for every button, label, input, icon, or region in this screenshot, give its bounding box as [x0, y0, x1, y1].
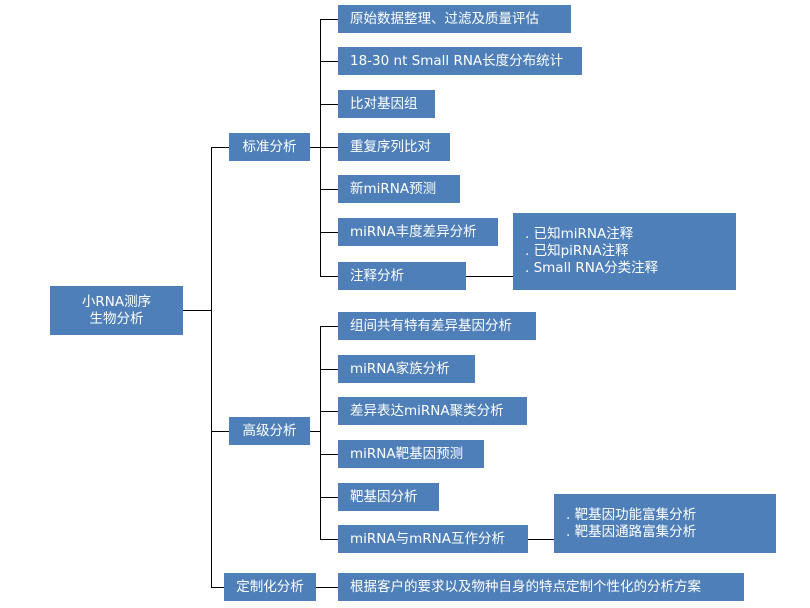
root-line-2: 生物分析	[89, 310, 144, 327]
category-advanced-analysis[interactable]: 高级分析	[229, 417, 310, 445]
item-mirna-differential-abundance[interactable]: miRNA丰度差异分析	[338, 218, 498, 246]
advanced-stub-2	[320, 369, 338, 370]
advanced-stub-6	[320, 539, 338, 540]
custom-out-connector	[316, 587, 338, 588]
note-known-mirna: . 已知miRNA注释	[525, 226, 634, 243]
advanced-out-connector	[310, 431, 320, 432]
standard-out-connector	[310, 147, 320, 148]
item-custom-analysis-plan[interactable]: 根据客户的要求以及物种自身的特点定制个性化的分析方案	[338, 573, 744, 601]
standard-stub-6	[320, 232, 338, 233]
item-mirna-target-prediction[interactable]: miRNA靶基因预测	[338, 440, 484, 468]
advanced-items-spine	[320, 326, 321, 539]
root-line-1: 小RNA测序	[81, 293, 152, 310]
category-spine	[211, 147, 212, 587]
note-pathway-enrichment: . 靶基因通路富集分析	[566, 523, 697, 540]
note-known-pirna: . 已知piRNA注释	[525, 243, 629, 260]
note-go-enrichment: . 靶基因功能富集分析	[566, 506, 697, 523]
note-small-rna-classification: . Small RNA分类注释	[525, 259, 659, 276]
interaction-note-connector	[528, 539, 554, 540]
standard-stub-5	[320, 189, 338, 190]
item-shared-unique-genes[interactable]: 组间共有特有差异基因分析	[338, 312, 536, 340]
standard-stub-3	[320, 104, 338, 105]
standard-stub-7	[320, 276, 338, 277]
advanced-stub-5	[320, 497, 338, 498]
advanced-stub-3	[320, 411, 338, 412]
item-target-gene-analysis[interactable]: 靶基因分析	[338, 483, 439, 511]
advanced-stub-4	[320, 454, 338, 455]
standard-stub-4	[320, 147, 338, 148]
category-custom-analysis[interactable]: 定制化分析	[224, 573, 316, 601]
item-mirna-family[interactable]: miRNA家族分析	[338, 355, 475, 383]
category-stub-advanced	[211, 431, 229, 432]
advanced-stub-1	[320, 326, 338, 327]
root-node[interactable]: 小RNA测序 生物分析	[50, 286, 183, 335]
item-mirna-clustering[interactable]: 差异表达miRNA聚类分析	[338, 397, 527, 425]
standard-stub-2	[320, 61, 338, 62]
category-standard-analysis[interactable]: 标准分析	[229, 133, 310, 161]
category-stub-standard	[211, 147, 229, 148]
item-repeat-alignment[interactable]: 重复序列比对	[338, 133, 450, 161]
note-annotation-types: . 已知miRNA注释 . 已知piRNA注释 . Small RNA分类注释	[513, 213, 736, 290]
category-stub-custom	[211, 587, 224, 588]
item-raw-data-qc[interactable]: 原始数据整理、过滤及质量评估	[338, 5, 571, 33]
item-mirna-mrna-interaction[interactable]: miRNA与mRNA互作分析	[338, 525, 528, 553]
annotation-note-connector	[466, 276, 513, 277]
standard-stub-1	[320, 19, 338, 20]
item-annotation-analysis[interactable]: 注释分析	[338, 262, 466, 290]
item-novel-mirna-prediction[interactable]: 新miRNA预测	[338, 175, 460, 203]
root-connector	[183, 310, 211, 311]
note-enrichment-types: . 靶基因功能富集分析 . 靶基因通路富集分析	[554, 494, 776, 553]
item-length-distribution[interactable]: 18-30 nt Small RNA长度分布统计	[338, 47, 582, 75]
item-genome-alignment[interactable]: 比对基因组	[338, 90, 435, 118]
